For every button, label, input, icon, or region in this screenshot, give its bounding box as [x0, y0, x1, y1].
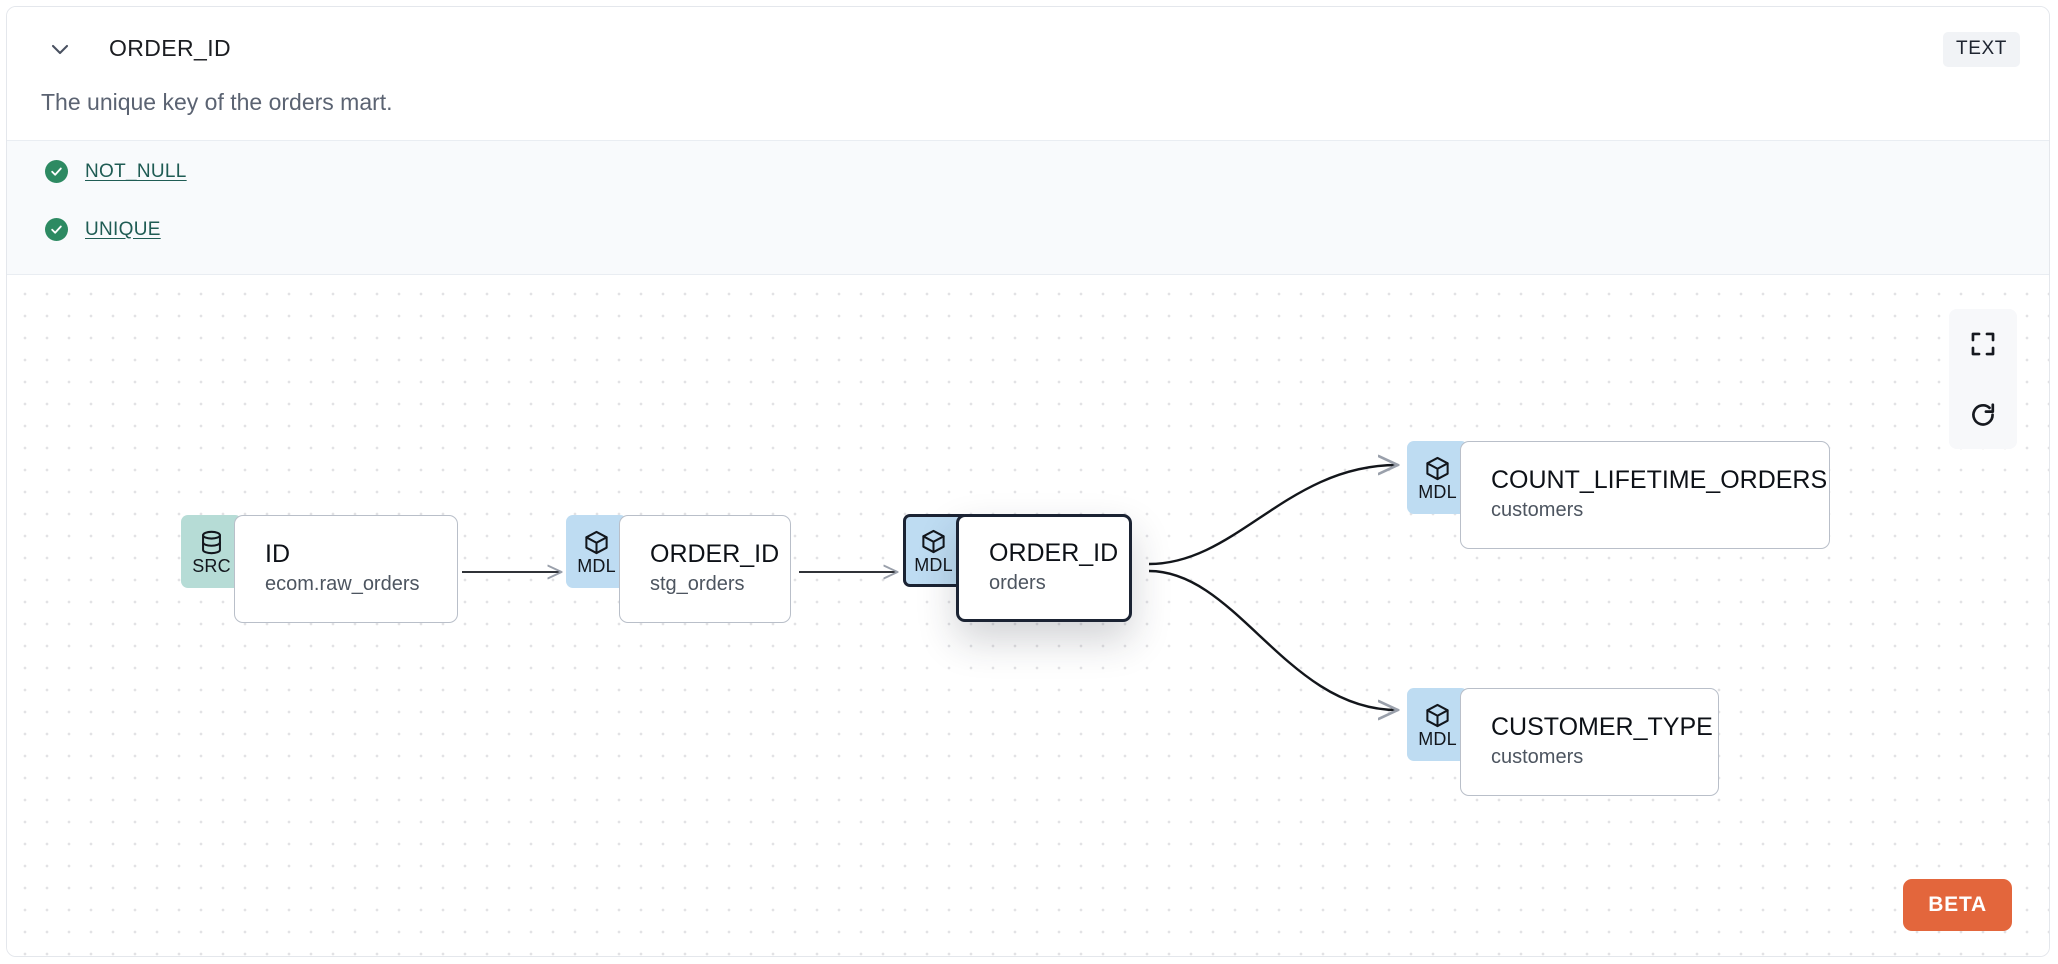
node-column-name: ID — [265, 540, 290, 569]
tests-section: NOT_NULL UNIQUE — [7, 140, 2049, 275]
check-circle-icon — [45, 218, 68, 241]
node-resource-name: customers — [1491, 745, 1584, 768]
test-link-unique[interactable]: UNIQUE — [85, 218, 161, 240]
node-type-badge-mdl: MDL — [566, 515, 627, 588]
node-resource-name: ecom.raw_orders — [265, 572, 420, 595]
node-type-badge-mdl: MDL — [903, 514, 964, 587]
data-type-badge: TEXT — [1943, 32, 2020, 67]
card-header: ORDER_ID TEXT The unique key of the orde… — [7, 7, 2049, 140]
lineage-node-src-id[interactable]: SRC ID ecom.raw_orders — [181, 515, 458, 623]
node-type-label: MDL — [577, 556, 616, 576]
node-column-name: COUNT_LIFETIME_ORDERS — [1491, 466, 1828, 495]
node-type-label: MDL — [914, 555, 953, 575]
lineage-canvas[interactable]: SRC ID ecom.raw_orders MDL — [7, 275, 2049, 956]
test-row: UNIQUE — [45, 218, 161, 241]
fit-view-button[interactable] — [1949, 309, 2017, 378]
test-link-not-null[interactable]: NOT_NULL — [85, 160, 187, 182]
node-column-name: ORDER_ID — [650, 540, 780, 569]
node-resource-name: customers — [1491, 498, 1584, 521]
node-body[interactable]: ORDER_ID stg_orders — [619, 515, 791, 623]
column-title-row: ORDER_ID — [47, 35, 231, 62]
node-body[interactable]: COUNT_LIFETIME_ORDERS customers — [1460, 441, 1830, 549]
node-type-label: SRC — [192, 556, 231, 576]
node-type-label: MDL — [1418, 482, 1457, 502]
refresh-button[interactable] — [1949, 380, 2017, 449]
node-type-badge-mdl: MDL — [1407, 441, 1468, 514]
node-resource-name: orders — [989, 571, 1046, 594]
chevron-down-icon[interactable] — [47, 36, 73, 62]
node-type-badge-mdl: MDL — [1407, 688, 1468, 761]
column-detail-card: ORDER_ID TEXT The unique key of the orde… — [6, 6, 2050, 957]
node-resource-name: stg_orders — [650, 572, 745, 595]
lineage-node-orders-selected[interactable]: MDL ORDER_ID orders — [903, 514, 1132, 622]
node-type-label: MDL — [1418, 729, 1457, 749]
node-type-badge-src: SRC — [181, 515, 242, 588]
test-row: NOT_NULL — [45, 160, 187, 183]
lineage-node-count-lifetime-orders[interactable]: MDL COUNT_LIFETIME_ORDERS customers — [1407, 441, 1830, 549]
node-body[interactable]: CUSTOMER_TYPE customers — [1460, 688, 1719, 796]
check-circle-icon — [45, 160, 68, 183]
canvas-controls — [1949, 309, 2017, 449]
node-body[interactable]: ORDER_ID orders — [956, 514, 1132, 622]
beta-badge[interactable]: BETA — [1903, 879, 2012, 931]
node-column-name: CUSTOMER_TYPE — [1491, 713, 1713, 742]
column-description: The unique key of the orders mart. — [41, 89, 393, 115]
lineage-node-customer-type[interactable]: MDL CUSTOMER_TYPE customers — [1407, 688, 1719, 796]
page-title: ORDER_ID — [109, 35, 232, 61]
lineage-node-stg-orders[interactable]: MDL ORDER_ID stg_orders — [566, 515, 791, 623]
node-column-name: ORDER_ID — [989, 539, 1119, 568]
node-body[interactable]: ID ecom.raw_orders — [234, 515, 458, 623]
